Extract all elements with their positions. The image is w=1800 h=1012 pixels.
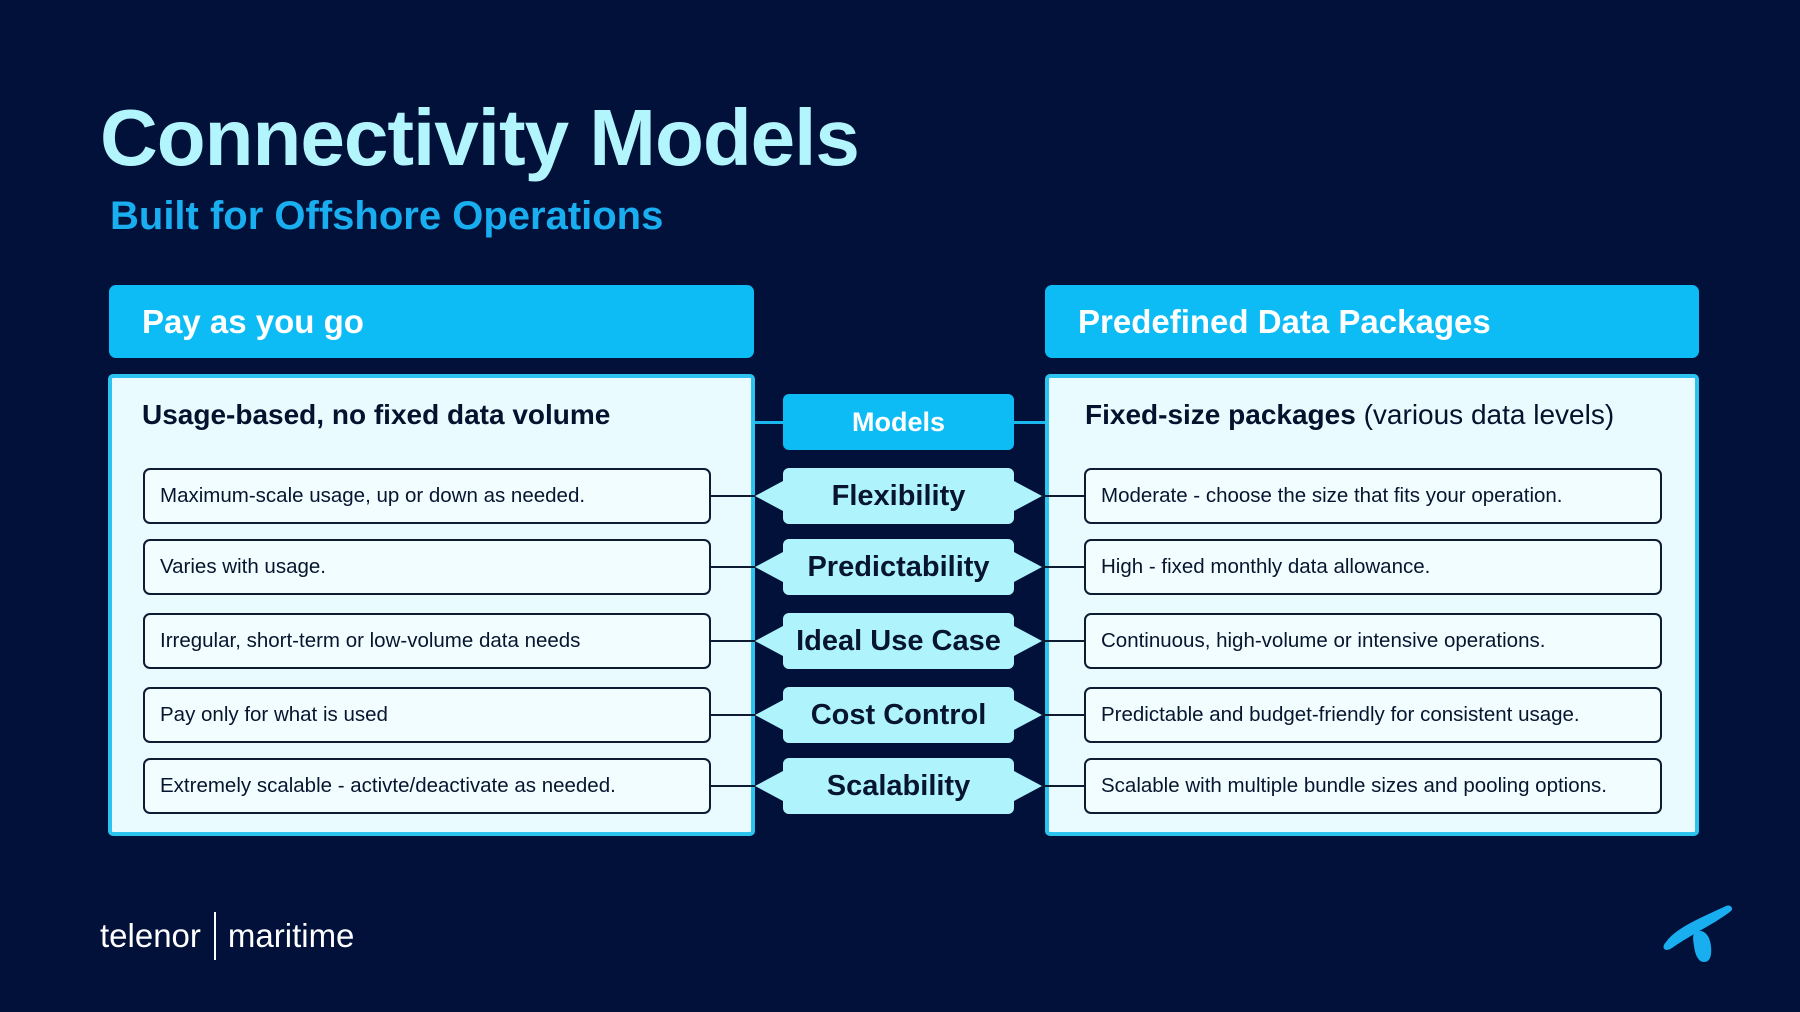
right-cell-ideal-use-case: Continuous, high-volume or intensive ope… bbox=[1084, 613, 1662, 669]
arrow-right-icon bbox=[1014, 481, 1042, 511]
right-heading-bold: Fixed-size packages bbox=[1085, 399, 1356, 430]
criterion-scalability: Scalability bbox=[783, 758, 1014, 814]
arrow-right-icon bbox=[1014, 552, 1042, 582]
arrow-right-icon bbox=[1014, 626, 1042, 656]
right-cell-cost-control: Predictable and budget-friendly for cons… bbox=[1084, 687, 1662, 743]
right-heading-light: (various data levels) bbox=[1355, 399, 1615, 430]
models-connector-right bbox=[1014, 421, 1045, 424]
left-cell-ideal-use-case: Irregular, short-term or low-volume data… bbox=[143, 613, 711, 669]
arrow-left-icon bbox=[755, 481, 783, 511]
criterion-cost-control: Cost Control bbox=[783, 687, 1014, 743]
header-predefined-packages: Predefined Data Packages bbox=[1045, 285, 1699, 358]
arrow-left-icon bbox=[755, 552, 783, 582]
right-cell-predictability: High - fixed monthly data allowance. bbox=[1084, 539, 1662, 595]
right-panel-heading: Fixed-size packages (various data levels… bbox=[1085, 399, 1614, 431]
brand-maritime: maritime bbox=[227, 917, 355, 954]
brand-wordmark: telenor maritime bbox=[100, 912, 354, 960]
criterion-ideal-use-case: Ideal Use Case bbox=[783, 613, 1014, 669]
arrow-left-icon bbox=[755, 626, 783, 656]
models-label: Models bbox=[783, 394, 1014, 450]
connector-line bbox=[1042, 785, 1084, 787]
connector-line bbox=[711, 640, 755, 642]
arrow-left-icon bbox=[755, 771, 783, 801]
connector-line bbox=[711, 714, 755, 716]
arrow-left-icon bbox=[755, 700, 783, 730]
telenor-propeller-logo-icon bbox=[1663, 905, 1733, 962]
connector-line bbox=[1042, 640, 1084, 642]
left-cell-scalability: Extremely scalable - activte/deactivate … bbox=[143, 758, 711, 814]
right-cell-flexibility: Moderate - choose the size that fits you… bbox=[1084, 468, 1662, 524]
connector-line bbox=[1042, 714, 1084, 716]
left-cell-cost-control: Pay only for what is used bbox=[143, 687, 711, 743]
brand-divider bbox=[213, 912, 216, 960]
connector-line bbox=[1042, 495, 1084, 497]
arrow-right-icon bbox=[1014, 700, 1042, 730]
criterion-predictability: Predictability bbox=[783, 539, 1014, 595]
connector-line bbox=[711, 785, 755, 787]
brand-telenor: telenor bbox=[100, 917, 201, 954]
connector-line bbox=[711, 566, 755, 568]
left-cell-predictability: Varies with usage. bbox=[143, 539, 711, 595]
page-subtitle: Built for Offshore Operations bbox=[110, 194, 664, 238]
connector-line bbox=[1042, 566, 1084, 568]
right-cell-scalability: Scalable with multiple bundle sizes and … bbox=[1084, 758, 1662, 814]
arrow-right-icon bbox=[1014, 771, 1042, 801]
criterion-flexibility: Flexibility bbox=[783, 468, 1014, 524]
left-panel-heading: Usage-based, no fixed data volume bbox=[142, 399, 611, 430]
header-pay-as-you-go: Pay as you go bbox=[109, 285, 754, 358]
left-cell-flexibility: Maximum-scale usage, up or down as neede… bbox=[143, 468, 711, 524]
connector-line bbox=[711, 495, 755, 497]
models-connector-left bbox=[755, 421, 783, 424]
page-title: Connectivity Models bbox=[100, 93, 860, 182]
